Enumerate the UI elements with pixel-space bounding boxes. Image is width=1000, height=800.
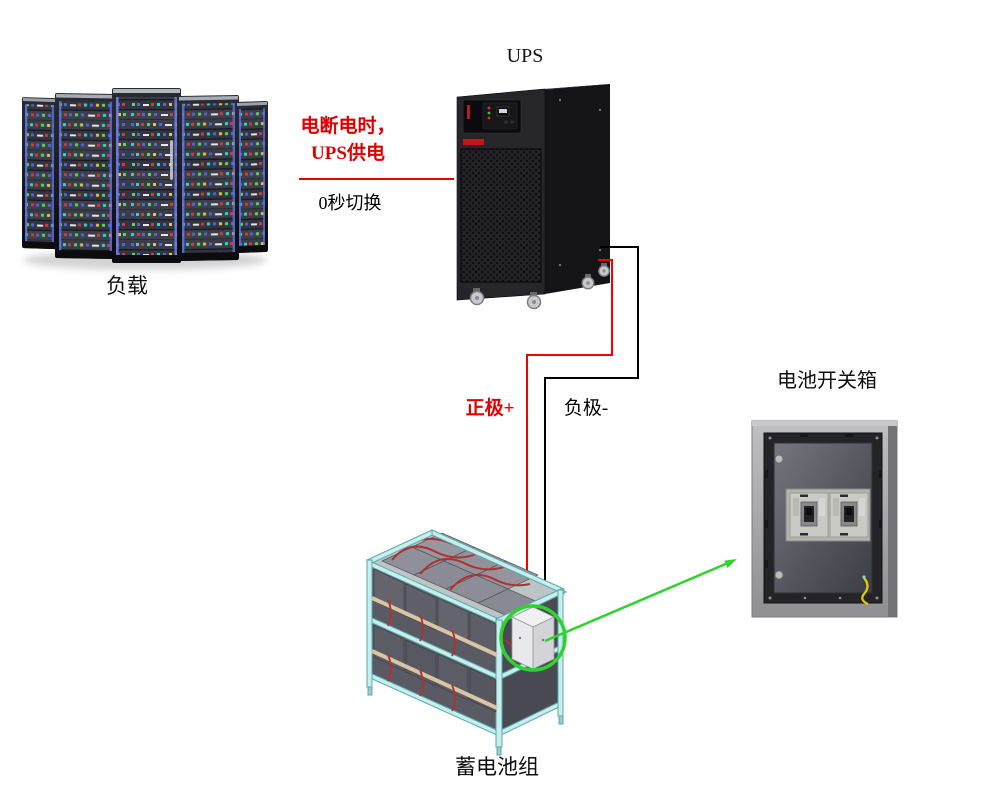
switch-box-title: 电池开关箱	[777, 370, 877, 392]
server-rack	[236, 100, 268, 253]
ups-logo-badge	[463, 139, 484, 145]
door-knob	[774, 570, 784, 580]
breaker-cabinet-illustration	[751, 420, 898, 618]
negative-wire	[544, 246, 639, 617]
ups-grille	[460, 148, 542, 283]
yellow-cable-tie	[861, 577, 869, 606]
battery-junction-box	[511, 606, 555, 670]
ups-caster-wheel	[581, 274, 595, 290]
server-rack	[112, 88, 181, 263]
door-knob	[774, 454, 784, 464]
ups-caster-wheel	[526, 292, 542, 310]
ups-led-red	[487, 106, 491, 110]
battery-caption: 蓄电池组	[455, 755, 539, 779]
ups-side-panel	[545, 84, 610, 294]
ups-title: UPS	[506, 45, 544, 67]
circuit-breaker	[829, 492, 869, 538]
ups-tower-illustration	[456, 84, 610, 310]
ups-caster-wheel	[469, 288, 485, 306]
green-arrow-shaft	[544, 561, 729, 643]
tie-head	[862, 575, 866, 579]
negative-pole-label: 负极-	[563, 398, 609, 419]
door-screws	[768, 436, 879, 600]
server-rack	[22, 97, 57, 250]
power-fail-annotation: 电断电时， UPS供电	[292, 113, 404, 167]
server-rack	[178, 94, 239, 261]
battery-rack-illustration	[365, 529, 568, 756]
power-fail-line2: UPS供电	[311, 143, 385, 164]
circuit-breaker	[789, 492, 829, 538]
ups-caster-wheel	[598, 263, 610, 277]
green-circle-highlight	[499, 604, 567, 672]
positive-wire	[526, 259, 613, 622]
ups-brand-strip	[467, 105, 470, 119]
positive-pole-label: 正极+	[465, 398, 515, 419]
ups-button	[504, 120, 508, 124]
ups-led-green	[487, 111, 491, 115]
battery-frame	[365, 529, 568, 756]
ups-button	[510, 120, 514, 124]
battery-bus-bars	[371, 596, 498, 710]
ups-led-red	[487, 116, 491, 120]
load-caption: 负载	[106, 274, 148, 298]
power-fail-line1: 电断电时，	[300, 116, 396, 137]
server-rack	[55, 93, 116, 260]
switch-time-label: 0秒切换	[318, 193, 382, 213]
server-racks-illustration	[22, 88, 268, 270]
ups-lcd-digits	[499, 109, 507, 113]
frame-slots	[765, 434, 882, 568]
green-arrow-head	[724, 559, 737, 568]
